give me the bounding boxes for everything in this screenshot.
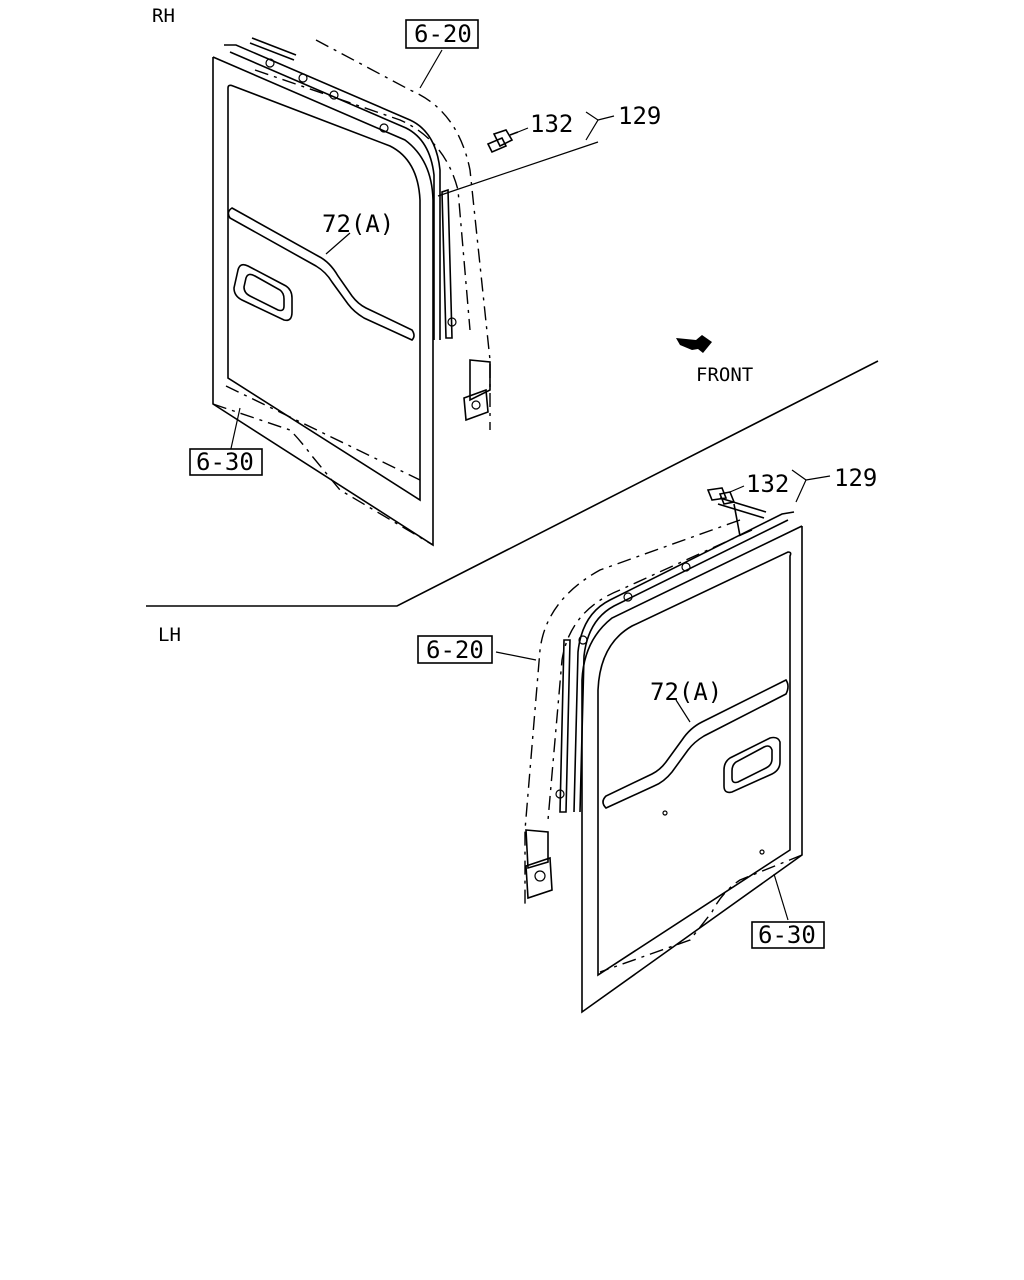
rh-ref-6-30-box (189, 448, 263, 476)
lh-part-132-label: 132 (746, 470, 789, 498)
rh-ref-6-20-label: 6-20 (414, 20, 472, 48)
rh-part-72a-label: 72(A) (322, 210, 394, 238)
rh-part-129-label: 129 (618, 102, 661, 130)
front-direction-label: FRONT (696, 364, 753, 386)
rh-ref-6-20-box (405, 19, 479, 49)
rh-ref-6-30-label: 6-30 (196, 448, 254, 476)
front-arrow-icon (676, 335, 712, 353)
lh-ref-6-20-label: 6-20 (426, 636, 484, 664)
section-divider-line (146, 360, 879, 607)
lh-part-132-connector-icon (706, 487, 741, 537)
lh-leader-lines (495, 469, 831, 921)
lh-door-drawing (524, 497, 803, 1014)
lh-ref-6-30-box (751, 921, 825, 949)
lh-ref-6-20-box (417, 635, 493, 664)
rh-door-drawing (212, 37, 491, 547)
lh-part-72a-label: 72(A) (650, 678, 722, 706)
lh-section-label: LH (158, 624, 181, 646)
rh-section-label: RH (152, 5, 175, 27)
rh-part-132-connector-icon (486, 129, 519, 154)
lh-part-129-label: 129 (834, 464, 877, 492)
rh-part-132-label: 132 (530, 110, 573, 138)
lh-ref-6-30-label: 6-30 (758, 921, 816, 949)
